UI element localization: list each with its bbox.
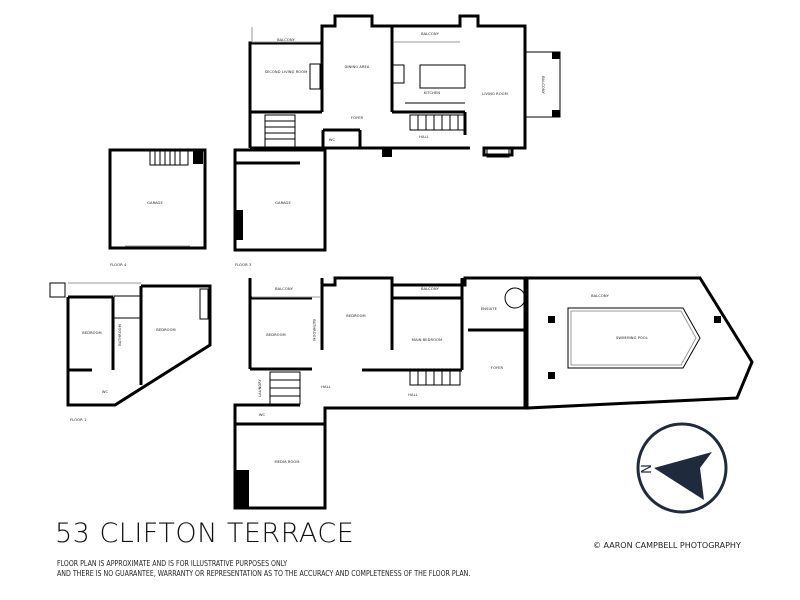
room-label: HALL bbox=[419, 135, 429, 139]
compass-north-arrow-icon: N bbox=[636, 422, 728, 514]
room-label: SWIMMING POOL bbox=[616, 336, 648, 340]
room-label: BATHROOM bbox=[312, 319, 316, 341]
room-label: GARAGE bbox=[275, 201, 291, 205]
room-label: HALL bbox=[321, 385, 331, 389]
room-label: KITCHEN bbox=[424, 91, 440, 95]
room-label: GARAGE bbox=[147, 201, 163, 205]
floor-1-plan: BEDROOM BATHROOM BEDROOM WC FLOOR 1 bbox=[49, 282, 212, 422]
room-label: MEDIA ROOM bbox=[274, 460, 299, 464]
disclaimer-line: AND THERE IS NO GUARANTEE, WARRANTY OR R… bbox=[57, 568, 471, 578]
room-label: MAIN BEDROOM bbox=[412, 338, 442, 342]
room-label: SECOND LIVING ROOM bbox=[265, 70, 308, 74]
disclaimer-line: FLOOR PLAN IS APPROXIMATE AND IS FOR ILL… bbox=[57, 559, 288, 568]
room-label: BEDROOM bbox=[346, 314, 365, 318]
floor-label: FLOOR 3 bbox=[235, 262, 252, 267]
room-label: FOYER bbox=[491, 366, 504, 370]
room-label: BALCONY bbox=[275, 287, 294, 291]
room-label: BALCONY bbox=[421, 287, 440, 291]
compass-north-label: N bbox=[640, 464, 655, 474]
room-label: WC bbox=[102, 390, 109, 394]
room-label: BALCONY bbox=[541, 76, 545, 95]
room-label: DINING AREA bbox=[345, 65, 370, 69]
room-label: ENSUITE bbox=[481, 307, 498, 311]
floor-4-plan: GARAGE FLOOR 4 bbox=[108, 148, 207, 267]
floor-3-plan: BALCONY SECOND LIVING ROOM DINING AREA B… bbox=[233, 14, 561, 267]
room-label: BALCONY bbox=[277, 38, 296, 42]
disclaimer: FLOOR PLAN IS APPROXIMATE AND IS FOR ILL… bbox=[57, 559, 470, 578]
room-label: LAUNDRY bbox=[258, 378, 262, 396]
property-title: 53 CLIFTON TERRACE bbox=[55, 518, 355, 549]
room-label: FOYER bbox=[351, 116, 364, 120]
floor-label: FLOOR 4 bbox=[110, 262, 127, 267]
room-label: BALCONY bbox=[591, 294, 610, 298]
room-label: WC bbox=[329, 138, 336, 142]
room-label: BATHROOM bbox=[118, 324, 122, 346]
room-label: BALCONY bbox=[421, 32, 440, 36]
photography-credit: © AARON CAMPBELL PHOTOGRAPHY bbox=[593, 541, 741, 550]
room-label: LIVING ROOM bbox=[482, 92, 508, 96]
room-label: BEDROOM bbox=[82, 331, 101, 335]
room-label: WC bbox=[259, 413, 266, 417]
room-label: HALL bbox=[408, 393, 418, 397]
floor-label: FLOOR 1 bbox=[70, 417, 87, 422]
room-label: BEDROOM bbox=[266, 333, 285, 337]
room-label: BEDROOM bbox=[156, 328, 175, 332]
floor-2-plan: BALCONY BEDROOM BATHROOM BEDROOM BALCONY… bbox=[233, 276, 754, 510]
